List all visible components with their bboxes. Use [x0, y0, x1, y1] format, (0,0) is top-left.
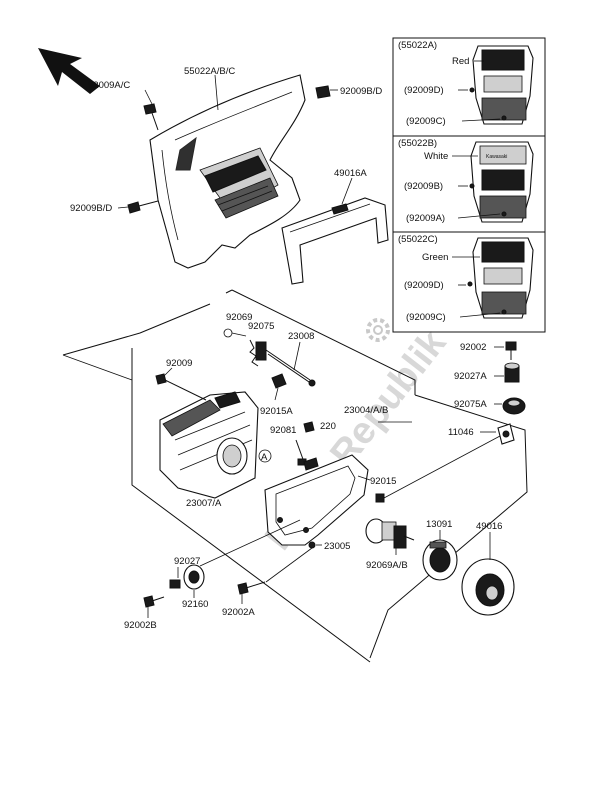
label-socket: 13091	[426, 519, 452, 530]
label-variant-a: (55022A)	[398, 40, 437, 51]
label-variant-b-screw-a: (92009A)	[406, 213, 445, 224]
label-variant-a-screw-d: (92009D)	[404, 85, 444, 96]
bolt-92002b	[143, 595, 165, 608]
variant-b-badge: Kawasaki	[486, 154, 507, 160]
label-frame-bolt-220: 220	[320, 421, 336, 432]
frame-clip	[375, 493, 385, 503]
grommet-92075a	[502, 397, 526, 415]
leader-variant-a-screw-c	[461, 118, 501, 122]
label-frame: 23005	[324, 541, 350, 552]
label-variant-b-color: White	[424, 151, 448, 162]
leader-bush-to-frame	[199, 519, 301, 567]
leader-adjuster-rod	[293, 341, 301, 371]
bulb-socket	[422, 539, 458, 581]
lens-screw	[155, 373, 207, 401]
label-cowl-screw-left: 92009A/C	[88, 80, 130, 91]
rod-clamp	[271, 373, 287, 389]
cowl-screw-left	[143, 103, 159, 131]
bolt-92002a	[237, 581, 266, 595]
label-variant-a-color: Red	[452, 56, 469, 67]
label-rod-clamp: 92015A	[260, 406, 293, 417]
bush-92160	[183, 564, 205, 590]
marker-a: A	[261, 452, 268, 463]
adjuster-nut	[295, 439, 307, 466]
label-collar-92027a: 92027A	[454, 371, 487, 382]
label-variant-c-screw-c: (92009C)	[406, 312, 446, 323]
adjuster-spring	[249, 339, 267, 367]
label-variant-c-screw-d: (92009D)	[404, 280, 444, 291]
leader-cowl	[214, 74, 219, 111]
label-bracket: 49016A	[334, 168, 367, 179]
headlight-frame	[264, 454, 369, 549]
variant-panel-box	[392, 37, 546, 333]
gear-logo-icon	[366, 318, 390, 342]
leader-cowl-bolt	[117, 206, 129, 209]
leader-lens-screw	[163, 367, 173, 377]
marker-a-circle	[258, 449, 272, 463]
label-variant-c: (55022C)	[398, 234, 438, 245]
assembly-outline	[62, 289, 528, 663]
leader-clip-to-bracket	[383, 435, 501, 499]
label-variant-b: (55022B)	[398, 138, 437, 149]
label-wire-clip: 92069	[226, 312, 252, 323]
headlight-bulb	[365, 518, 415, 549]
cowl-variant-a	[469, 45, 534, 125]
label-variant-a-screw-c: (92009C)	[406, 116, 446, 127]
cowl-variant-b: Kawasaki	[469, 141, 534, 223]
label-bolt-92002a: 92002A	[222, 607, 255, 618]
label-cowl: 55022A/B/C	[184, 66, 235, 77]
leader-cowl-screw-left	[144, 89, 153, 105]
collar-92027a	[504, 362, 520, 383]
label-assembly: 23004/A/B	[344, 405, 388, 416]
leader-variant-c-screw-c	[459, 312, 501, 318]
dust-cover	[461, 558, 515, 616]
label-lens-unit: 23007/A	[186, 498, 222, 509]
leader-variant-b-screw-a	[457, 213, 501, 219]
leader-bracket	[341, 177, 353, 205]
collar-92027	[169, 579, 181, 589]
bolt-92002	[505, 341, 517, 360]
adjuster-rod	[265, 349, 316, 387]
label-cowl-bolt-lower: 92009B/D	[70, 203, 112, 214]
label-frame-clip: 92015	[370, 476, 396, 487]
headlight-cowl	[149, 74, 306, 269]
outline-left-edge	[62, 354, 133, 381]
label-adjuster-rod: 23008	[288, 331, 314, 342]
leader-frame-clip	[357, 475, 371, 481]
label-variant-c-color: Green	[422, 252, 448, 263]
cowl-bolt-lower	[127, 200, 159, 214]
headlight-lens-unit	[159, 391, 259, 499]
label-lens-screw: 92009	[166, 358, 192, 369]
label-bolt-92002: 92002	[460, 342, 486, 353]
leader-rod-clamp	[274, 387, 279, 401]
label-bush-92160: 92160	[182, 599, 208, 610]
label-dust-cover: 49016	[476, 521, 502, 532]
leader-bolt-to-frame	[265, 547, 313, 583]
cowl-screw-right	[315, 85, 331, 99]
label-grommet-92075a: 92075A	[454, 399, 487, 410]
label-adjuster-spring: 92075	[248, 321, 274, 332]
label-collar-92027: 92027	[174, 556, 200, 567]
wire-clip	[223, 328, 247, 338]
bracket-11046	[497, 423, 515, 445]
cowl-inner-bracket	[281, 197, 389, 285]
label-adjuster-nut: 92081	[270, 425, 296, 436]
front-arrow-icon	[38, 48, 100, 94]
cowl-variant-c	[467, 237, 534, 319]
label-bulb: 92069A/B	[366, 560, 408, 571]
label-bolt-92002b: 92002B	[124, 620, 157, 631]
label-cowl-screw-right: 92009B/D	[340, 86, 382, 97]
label-variant-b-screw-b: (92009B)	[404, 181, 443, 192]
label-bracket-11046: 11046	[448, 427, 474, 438]
frame-bolt-220	[303, 421, 315, 433]
